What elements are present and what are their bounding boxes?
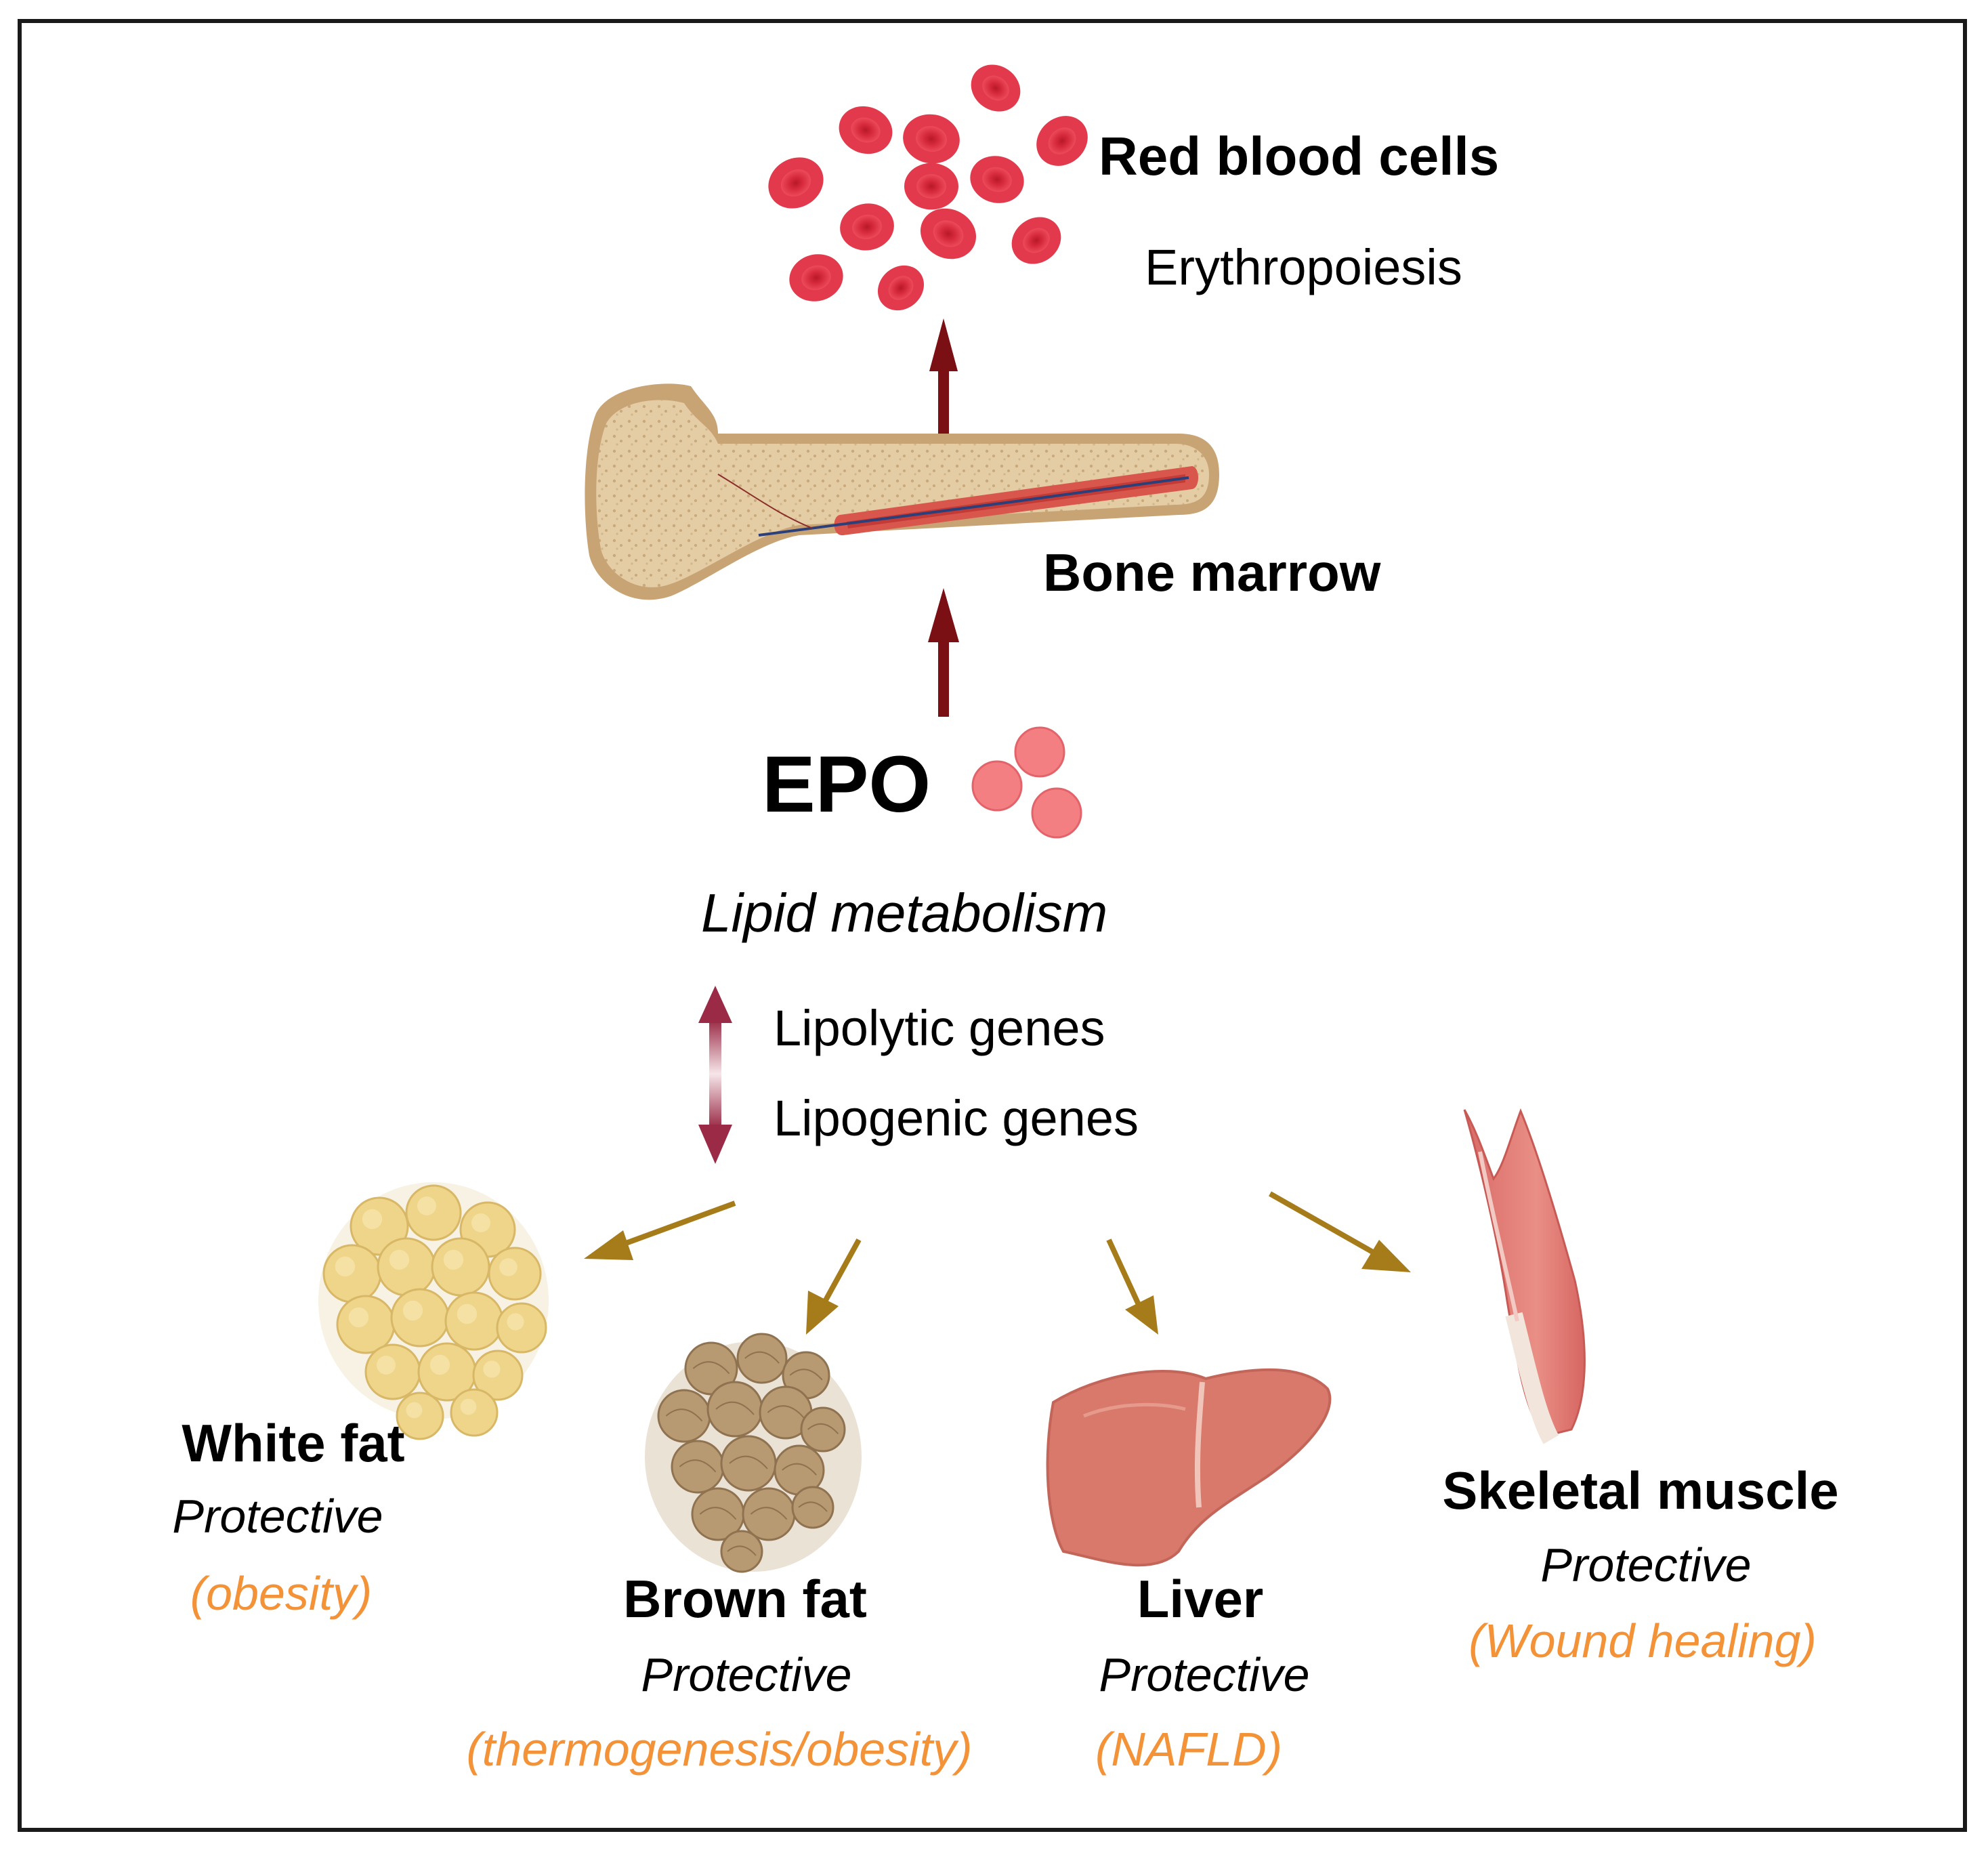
white-fat-icon xyxy=(318,1182,549,1440)
rbc-label: Red blood cells xyxy=(1099,126,1500,186)
brown-fat-name: Brown fat xyxy=(623,1569,867,1629)
bone-marrow-label: Bone marrow xyxy=(1043,543,1381,602)
brown-fat-icon xyxy=(645,1333,862,1573)
skeletal-muscle-icon xyxy=(1463,1108,1586,1444)
brown-fat-context: (thermogenesis/obesity) xyxy=(466,1723,973,1776)
lipid-metabolism-title: Lipid metabolism xyxy=(701,883,1108,943)
lipogenic-genes-label: Lipogenic genes xyxy=(774,1090,1139,1146)
skeletal-muscle-effect: Protective xyxy=(1540,1539,1752,1591)
white-fat-effect: Protective xyxy=(172,1490,383,1543)
red-blood-cells-icon xyxy=(768,64,1088,311)
figure-frame xyxy=(18,19,1967,1832)
epo-molecule-icon xyxy=(971,726,1082,839)
brown-fat-effect: Protective xyxy=(641,1648,852,1701)
arrow-bone-to-rbc xyxy=(929,318,958,444)
tissue-arrows xyxy=(584,1191,1411,1335)
skeletal-muscle-name: Skeletal muscle xyxy=(1442,1461,1839,1520)
white-fat-context: (obesity) xyxy=(190,1567,373,1620)
liver-name: Liver xyxy=(1137,1569,1264,1629)
epo-label: EPO xyxy=(762,740,931,829)
liver-context: (NAFLD) xyxy=(1095,1723,1283,1776)
liver-effect: Protective xyxy=(1099,1648,1310,1701)
white-fat-name: White fat xyxy=(182,1413,405,1473)
skeletal-muscle-context: (Wound healing) xyxy=(1468,1614,1817,1667)
gene-regulation-arrow xyxy=(698,986,732,1164)
arrow-epo-to-bone xyxy=(928,588,959,717)
lipolytic-genes-label: Lipolytic genes xyxy=(774,1000,1105,1056)
liver-icon xyxy=(1046,1368,1332,1567)
erythropoiesis-label: Erythropoiesis xyxy=(1145,239,1462,295)
bone-marrow-icon xyxy=(585,383,1219,600)
